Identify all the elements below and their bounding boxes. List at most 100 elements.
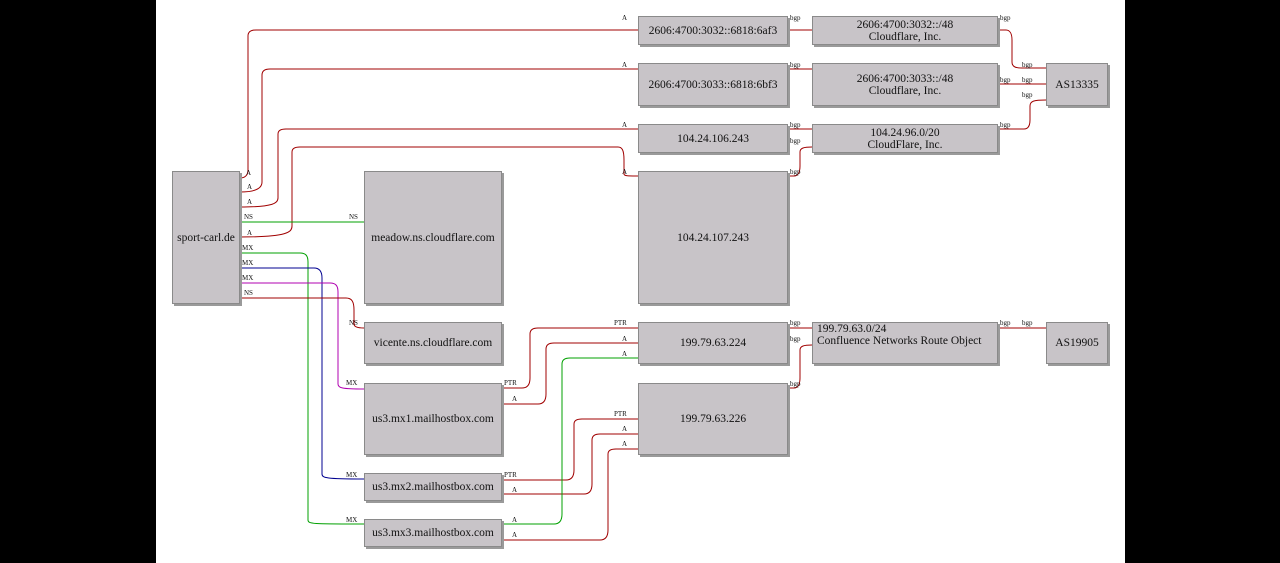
node-ip107[interactable]: 104.24.107.243 (638, 171, 788, 304)
node-domain[interactable]: sport-carl.de (172, 171, 240, 304)
node-mx3[interactable]: us3.mx3.mailhostbox.com (364, 519, 502, 547)
edge-label-mx-2: MX (242, 259, 254, 267)
edge-mx-mx3 (240, 252, 365, 525)
node-mx3-label: us3.mx3.mailhostbox.com (372, 527, 494, 539)
node-ip6a[interactable]: 2606:4700:3032::6818:6af3 (638, 16, 788, 45)
edge-bgp-ip226 (788, 344, 813, 389)
node-pfx199-line2: Confluence Networks Route Object (817, 335, 982, 347)
edge-label-a-ip107: A (622, 168, 628, 176)
edge-ns-vicente (240, 297, 365, 329)
edge-a-ip6a (239, 29, 638, 179)
node-pfx6b-line1: 2606:4700:3033::/48 (856, 72, 954, 85)
node-mx2-label: us3.mx2.mailhostbox.com (372, 481, 494, 493)
edge-label-a-3: A (247, 198, 253, 206)
edge-label-mx3-a1: A (512, 516, 518, 524)
node-vicente[interactable]: vicente.ns.cloudflare.com (364, 322, 502, 364)
edge-label-a-ip106: A (622, 121, 628, 129)
node-meadow[interactable]: meadow.ns.cloudflare.com (364, 171, 502, 304)
node-ip226[interactable]: 199.79.63.226 (638, 383, 788, 455)
edge-label-bgp-15: bgp (1022, 91, 1033, 99)
edge-label-a-2: A (247, 183, 253, 191)
edge-bgp-pfx6a (998, 29, 1046, 69)
node-as13335[interactable]: AS13335 (1046, 63, 1108, 106)
node-pfx96-line1: 104.24.96.0/20 (870, 126, 940, 139)
node-ip6b-label: 2606:4700:3033::6818:6bf3 (648, 78, 778, 91)
edge-label-a-ip226-2: A (622, 440, 628, 448)
edge-layer (239, 29, 1047, 541)
edge-label-bgp-12: bgp (1000, 319, 1011, 327)
node-mx1-label: us3.mx1.mailhostbox.com (372, 413, 494, 425)
edge-label-bgp-1: bgp (790, 14, 801, 22)
node-meadow-label: meadow.ns.cloudflare.com (371, 231, 495, 244)
edge-label-bgp-5: bgp (790, 168, 801, 176)
edge-label-mx-mx2: MX (346, 471, 358, 479)
edge-label-ptr-ip224: PTR (614, 319, 627, 327)
node-ip6a-label: 2606:4700:3032::6818:6af3 (648, 24, 778, 37)
edge-label-mx2-ptr: PTR (504, 471, 517, 479)
edge-bgp-pfx96 (998, 99, 1047, 130)
edge-label-ptr-ip226: PTR (614, 410, 627, 418)
node-mx2[interactable]: us3.mx2.mailhostbox.com (364, 473, 502, 501)
node-as19905-label: AS19905 (1055, 337, 1099, 349)
edge-label-a-ip224-1: A (622, 335, 628, 343)
edge-label-mx3-a2: A (512, 531, 518, 539)
edge-label-bgp-6: bgp (790, 319, 801, 327)
node-pfx96[interactable]: 104.24.96.0/20 CloudFlare, Inc. (812, 124, 998, 153)
edge-label-bgp-8: bgp (790, 380, 801, 388)
edge-a-ip107 (239, 146, 639, 238)
node-pfx6b[interactable]: 2606:4700:3033::/48 Cloudflare, Inc. (812, 63, 998, 106)
edge-label-a-ip6a: A (622, 14, 628, 22)
node-ip106-label: 104.24.106.243 (677, 132, 749, 145)
edge-a-ip106 (239, 128, 638, 208)
edge-label-ns-meadow: NS (349, 213, 358, 221)
node-ip6b[interactable]: 2606:4700:3033::6818:6bf3 (638, 63, 788, 106)
edge-label-a-1: A (246, 169, 252, 177)
edge-label-ns-vicente: NS (349, 319, 358, 327)
node-pfx6a[interactable]: 2606:4700:3032::/48 Cloudflare, Inc. (812, 16, 998, 45)
node-pfx199-line1: 199.79.63.0/24 (817, 323, 887, 335)
node-pfx199[interactable]: 199.79.63.0/24 Confluence Networks Route… (812, 322, 998, 364)
edge-a-ip6b (239, 68, 638, 193)
node-ip224[interactable]: 199.79.63.224 (638, 322, 788, 364)
node-pfx6a-line2: Cloudflare, Inc. (868, 30, 942, 43)
edge-mx-mx1 (240, 282, 365, 390)
edge-label-bgp-13: bgp (1022, 61, 1033, 69)
node-vicente-label: vicente.ns.cloudflare.com (373, 337, 493, 349)
node-as19905[interactable]: AS19905 (1046, 322, 1108, 364)
edge-mx2-ptr (502, 418, 638, 481)
edge-label-bgp-9: bgp (1000, 14, 1011, 22)
edge-mx-mx2 (240, 267, 365, 480)
edge-label-mx1-a: A (512, 395, 518, 403)
edge-label-a-ip224-2: A (622, 350, 628, 358)
network-graph: sport-carl.de meadow.ns.cloudflare.com v… (156, 0, 1125, 563)
edge-label-bgp-3: bgp (790, 121, 801, 129)
edge-label-ns-2: NS (244, 289, 253, 297)
edge-mx1-a (502, 342, 638, 405)
edge-bgp-ip107 (788, 146, 813, 177)
edge-label-bgp-14: bgp (1022, 76, 1033, 84)
node-pfx6b-line2: Cloudflare, Inc. (868, 84, 942, 97)
edge-label-mx-3: MX (242, 274, 254, 282)
edge-mx3-a-224 (502, 357, 638, 525)
edge-label-mx1-ptr: PTR (504, 379, 517, 387)
edge-label-bgp-10: bgp (1000, 76, 1011, 84)
edge-label-bgp-11: bgp (1000, 121, 1011, 129)
node-ip107-label: 104.24.107.243 (677, 231, 749, 244)
node-domain-label: sport-carl.de (177, 231, 235, 244)
node-ip224-label: 199.79.63.224 (679, 337, 747, 349)
edge-label-bgp-2: bgp (790, 61, 801, 69)
edge-label-mx-mx1: MX (346, 379, 358, 387)
edge-mx3-a-226 (502, 448, 638, 541)
node-ip226-label: 199.79.63.226 (679, 413, 747, 425)
node-mx1[interactable]: us3.mx1.mailhostbox.com (364, 383, 502, 455)
node-as13335-label: AS13335 (1055, 78, 1099, 91)
edge-label-bgp-16: bgp (1022, 319, 1033, 327)
node-ip106[interactable]: 104.24.106.243 (638, 124, 788, 153)
edge-label-mx-mx3: MX (346, 516, 358, 524)
edge-label-ns-1: NS (244, 213, 253, 221)
node-pfx6a-line1: 2606:4700:3032::/48 (856, 18, 954, 31)
edge-label-mx-1: MX (242, 244, 254, 252)
edge-label-a-ip226-1: A (622, 425, 628, 433)
node-pfx96-line2: CloudFlare, Inc. (867, 138, 943, 151)
edge-mx2-a (502, 433, 638, 495)
